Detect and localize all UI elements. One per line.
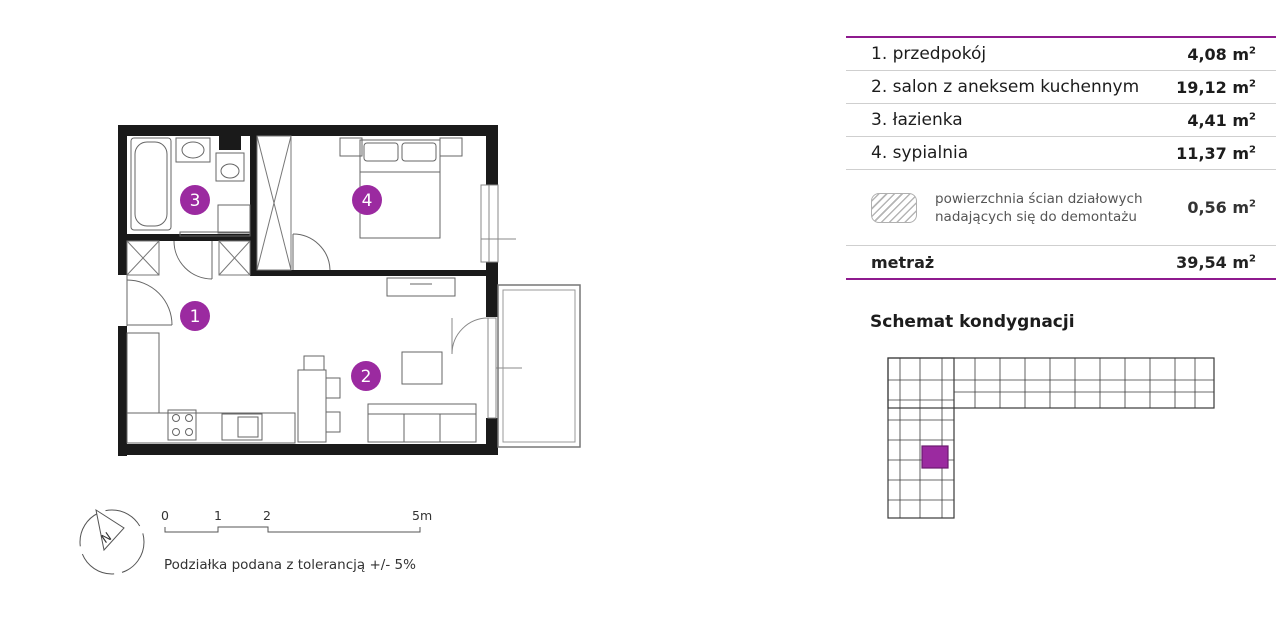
scale-label-2: 2 — [263, 508, 271, 523]
room-row-2: 2. salon z aneksem kuchennym 19,12 m2 — [846, 71, 1276, 104]
total-label: metraż — [871, 252, 935, 272]
bedroom-window — [480, 184, 516, 263]
total-area: 39,54 m2 — [1176, 252, 1256, 272]
kitchen — [126, 332, 296, 444]
scale-bar — [164, 526, 421, 533]
bedroom-door — [292, 233, 331, 271]
room-area: 19,12 m2 — [1176, 77, 1256, 97]
interior-walls — [127, 136, 487, 276]
room-marker-1: 1 — [190, 307, 201, 327]
balcony-door — [451, 317, 522, 419]
room-label: 2. salon z aneksem kuchennym — [871, 77, 1140, 97]
building-schema — [887, 357, 1215, 519]
scale-label-5m: 5m — [412, 508, 433, 523]
dining-table — [297, 355, 341, 443]
room-label: 1. przedpokój — [871, 44, 987, 64]
floor-schema-title: Schemat kondygnacji — [870, 312, 1075, 332]
scale-label-0: 0 — [161, 508, 169, 523]
room-row-1: 1. przedpokój 4,08 m2 — [846, 36, 1276, 71]
room-row-4: 4. sypialnia 11,37 m2 — [846, 137, 1276, 170]
balcony — [497, 284, 581, 448]
room-marker-3: 3 — [190, 191, 201, 211]
room-label: 3. łazienka — [871, 110, 963, 130]
room-area: 11,37 m2 — [1176, 143, 1256, 163]
scale-note: Podziałka podana z tolerancją +/- 5% — [164, 557, 416, 573]
closets — [126, 135, 292, 276]
room-label: 4. sypialnia — [871, 143, 969, 163]
entrance-door — [126, 275, 173, 326]
walls-area: 0,56 m2 — [1187, 198, 1256, 217]
hatch-swatch-icon — [871, 192, 917, 223]
scale-label-1: 1 — [214, 508, 222, 523]
exterior-walls — [118, 125, 498, 456]
living-furniture — [367, 277, 477, 443]
room-area: 4,08 m2 — [1187, 44, 1256, 64]
room-area: 4,41 m2 — [1187, 110, 1256, 130]
room-markers: 1 2 3 4 — [180, 185, 382, 391]
bathroom-fixtures — [130, 137, 251, 280]
compass-icon: N — [79, 508, 145, 575]
highlighted-apartment — [921, 445, 949, 469]
room-marker-4: 4 — [362, 191, 373, 211]
walls-description: powierzchnia ścian działowych nadających… — [935, 190, 1143, 225]
walls-row: powierzchnia ścian działowych nadających… — [846, 170, 1276, 246]
room-marker-2: 2 — [361, 367, 372, 387]
room-row-3: 3. łazienka 4,41 m2 — [846, 104, 1276, 137]
room-table: 1. przedpokój 4,08 m2 2. salon z aneksem… — [846, 36, 1276, 280]
total-row: metraż 39,54 m2 — [846, 246, 1276, 280]
